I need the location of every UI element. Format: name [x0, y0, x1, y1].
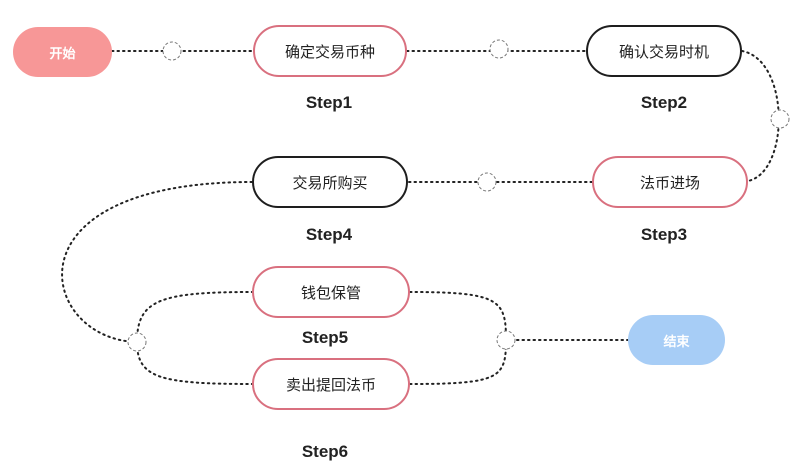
connector-split-step5	[136, 291, 253, 343]
junction-circle	[489, 39, 509, 59]
junction-circle	[127, 332, 147, 352]
step4-node: 交易所购买	[252, 156, 408, 208]
junction-circle	[477, 172, 497, 192]
step3-label: Step3	[640, 225, 688, 244]
connector-step5-merge	[409, 291, 507, 341]
junction-circle	[770, 109, 790, 129]
step6-node: 卖出提回法币	[252, 358, 410, 410]
step5-label: Step5	[301, 328, 349, 347]
step5-node: 钱包保管	[252, 266, 410, 318]
junction-circle	[496, 330, 516, 350]
connector-step6-merge	[409, 339, 507, 385]
start-node: 开始	[13, 27, 112, 77]
junction-circle	[162, 41, 182, 61]
end-node: 结束	[628, 315, 725, 365]
connector-step4-split	[61, 181, 253, 343]
step4-label: Step4	[305, 225, 353, 244]
step1-node: 确定交易币种	[253, 25, 407, 77]
step6-label: Step6	[301, 442, 349, 461]
connector-split-step6	[136, 341, 253, 385]
step2-label: Step2	[640, 93, 688, 112]
connector-step2-step3	[741, 50, 780, 182]
step3-node: 法币进场	[592, 156, 748, 208]
step2-node: 确认交易时机	[586, 25, 742, 77]
step1-label: Step1	[305, 93, 353, 112]
